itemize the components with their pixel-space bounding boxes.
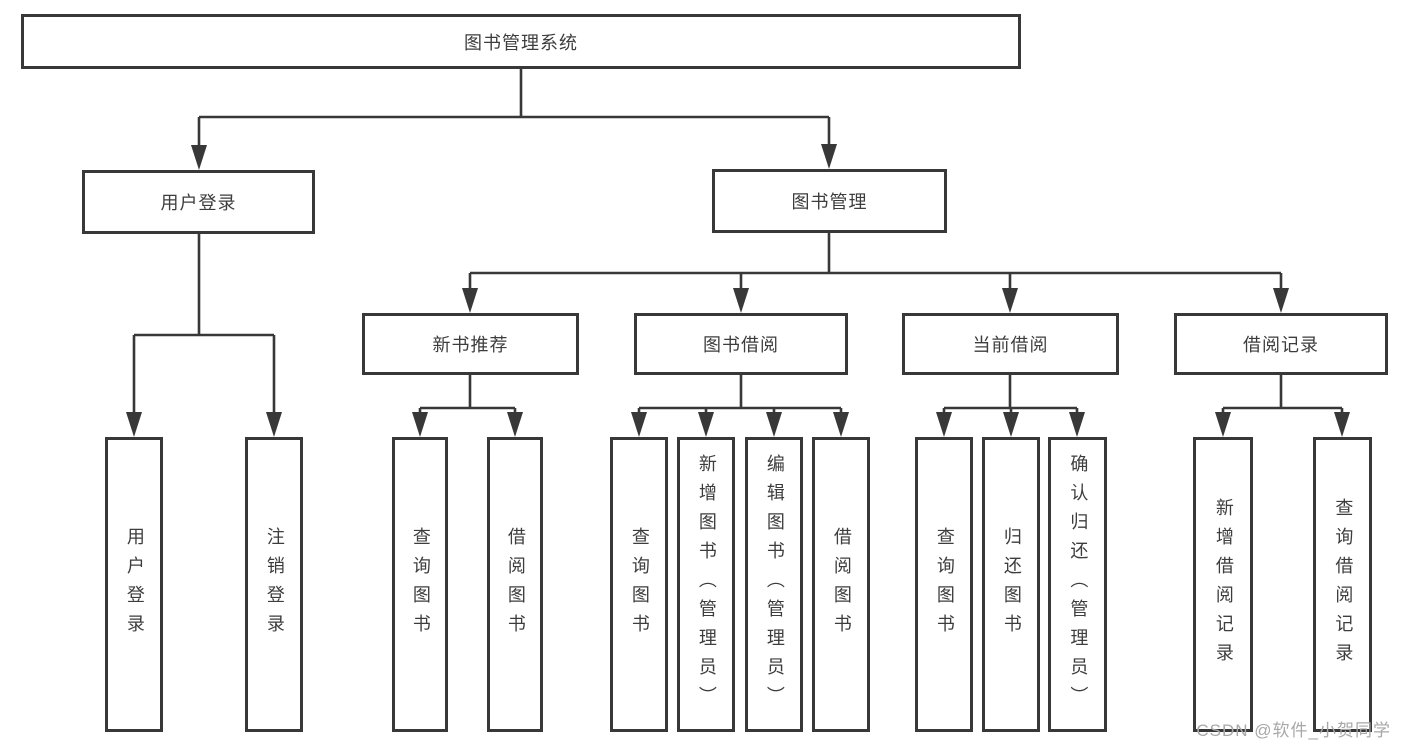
arrowhead <box>412 412 428 437</box>
leaf-logout: 注销登录 <box>245 437 303 732</box>
arrowhead <box>1002 288 1018 313</box>
arrowhead <box>631 412 647 437</box>
arrowhead <box>1069 412 1085 437</box>
node-new-book-recommendation: 新书推荐 <box>362 313 579 375</box>
leaf-borrow-books-recommend: 借阅图书 <box>487 437 543 732</box>
node-user-login: 用户登录 <box>82 170 315 234</box>
leaf-label: 编辑图书（管理员） <box>764 454 785 715</box>
arrowhead <box>191 145 207 170</box>
node-current-borrowing: 当前借阅 <box>902 313 1119 375</box>
leaf-edit-books-admin: 编辑图书（管理员） <box>745 437 803 732</box>
arrowhead <box>766 412 782 437</box>
leaf-label: 确认归还（管理员） <box>1068 454 1089 715</box>
leaf-confirm-return-admin: 确认归还（管理员） <box>1048 437 1107 732</box>
arrowhead <box>462 288 478 313</box>
leaf-user-login: 用户登录 <box>105 437 163 732</box>
leaf-query-borrow-record: 查询借阅记录 <box>1313 437 1372 732</box>
connector-borrow-to-leaves <box>637 375 843 417</box>
arrowhead <box>126 412 142 437</box>
arrowhead <box>698 412 714 437</box>
leaf-query-books-current: 查询图书 <box>915 437 973 732</box>
connector-records-to-leaves <box>1221 375 1344 417</box>
connector-root-to-level2 <box>197 69 831 150</box>
leaf-label: 新增借阅记录 <box>1213 497 1234 672</box>
node-borrowing-records: 借阅记录 <box>1174 313 1388 375</box>
arrowhead <box>936 412 952 437</box>
leaf-label: 查询图书 <box>934 526 955 643</box>
leaf-label: 查询图书 <box>629 526 650 643</box>
leaf-query-books-borrowing: 查询图书 <box>610 437 668 732</box>
node-book-borrowing: 图书借阅 <box>634 313 848 375</box>
leaf-label: 归还图书 <box>1001 526 1022 643</box>
node-root-library-system: 图书管理系统 <box>21 14 1021 69</box>
leaf-label: 用户登录 <box>124 526 145 643</box>
leaf-query-books-recommend: 查询图书 <box>392 437 448 732</box>
arrowhead <box>1273 288 1289 313</box>
node-book-management: 图书管理 <box>712 169 947 233</box>
leaf-borrow-books-borrowing: 借阅图书 <box>812 437 870 732</box>
leaf-label: 查询借阅记录 <box>1333 497 1354 672</box>
leaf-label: 查询图书 <box>410 526 431 643</box>
arrowhead <box>833 412 849 437</box>
leaf-label: 借阅图书 <box>831 526 852 643</box>
connector-newbook-to-leaves <box>418 375 517 417</box>
leaf-label: 注销登录 <box>264 526 285 643</box>
csdn-watermark: CSDN @软件_小贺同学 <box>1196 721 1391 740</box>
leaf-return-books: 归还图书 <box>982 437 1040 732</box>
leaf-add-borrow-record: 新增借阅记录 <box>1193 437 1253 732</box>
arrowhead <box>266 412 282 437</box>
arrowhead <box>1215 412 1231 437</box>
leaf-label: 借阅图书 <box>505 526 526 643</box>
arrowheads <box>126 144 1350 437</box>
arrowhead <box>821 144 837 169</box>
connector-userlogin-to-leaves <box>132 234 276 417</box>
arrowhead <box>733 288 749 313</box>
arrowhead <box>1334 412 1350 437</box>
connector-current-to-leaves <box>942 375 1079 417</box>
leaf-add-books-admin: 新增图书（管理员） <box>677 437 735 732</box>
leaf-label: 新增图书（管理员） <box>696 454 717 715</box>
connector-bookmgmt-to-level3 <box>468 233 1283 293</box>
arrowhead <box>507 412 523 437</box>
arrowhead <box>1003 412 1019 437</box>
